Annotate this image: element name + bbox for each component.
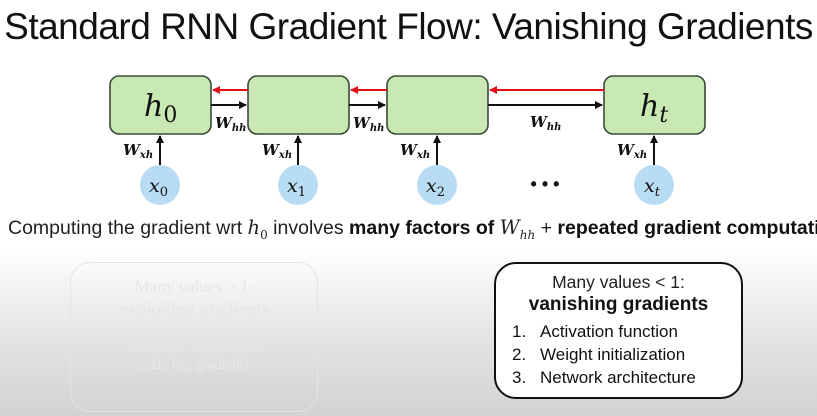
remedies-list: 1.Activation function 2.Weight initializ… — [496, 320, 741, 389]
input-node-x0 — [140, 165, 180, 205]
whh-label-1: Whh — [215, 114, 246, 134]
vanishing-gradients-box: Many values < 1: vanishing gradients 1.A… — [494, 262, 743, 399]
caption-whh: Whh — [499, 216, 536, 242]
wxh-label-1: Wxh — [262, 141, 292, 161]
input-label-x0: x0 — [149, 175, 168, 200]
whh-label-2: Whh — [353, 114, 384, 134]
whh-label-3: Whh — [530, 113, 561, 133]
hidden-state-ht — [603, 75, 706, 135]
wxh-label-t: Wxh — [617, 141, 647, 161]
caption-prefix: Computing the gradient wrt — [8, 217, 248, 239]
input-node-x2 — [417, 165, 457, 205]
caption-plus: + — [535, 217, 558, 239]
caption-bold-repeated: repeated gradient computation — [557, 217, 817, 239]
input-node-x1 — [278, 165, 318, 205]
ellipsis: • • • — [531, 174, 560, 194]
gradient-caption: Computing the gradient wrt h0 involves m… — [8, 216, 817, 242]
list-item: 3.Network architecture — [512, 368, 696, 387]
faded-line-3: Gradient clipping to — [125, 335, 263, 354]
input-node-xt — [634, 165, 674, 205]
input-label-x1: x1 — [287, 175, 306, 200]
wxh-label-0: Wxh — [123, 141, 153, 161]
caption-middle: involves — [267, 217, 350, 239]
faded-line-1: Many values > 1: — [134, 277, 254, 296]
input-label-xt: xt — [644, 175, 661, 200]
note-heading: Many values < 1: — [552, 272, 685, 292]
hidden-label-ht: ht — [640, 89, 668, 128]
hidden-state-h2 — [386, 75, 489, 135]
slide-title: Standard RNN Gradient Flow: Vanishing Gr… — [4, 6, 813, 47]
caption-bold-factors: many factors of — [349, 217, 500, 239]
list-item: 2.Weight initialization — [512, 345, 686, 364]
note-subheading: vanishing gradients — [528, 294, 709, 315]
hidden-label-h0: h0 — [144, 89, 177, 128]
exploding-gradients-box-faded: Many values > 1: exploding gradients Gra… — [70, 262, 318, 412]
faded-line-2: exploding gradients — [118, 299, 270, 320]
faded-line-4: scale big gradients — [138, 357, 250, 373]
input-label-x2: x2 — [426, 175, 445, 200]
wxh-label-2: Wxh — [400, 141, 430, 161]
caption-var: h0 — [247, 216, 268, 242]
hidden-state-h1 — [247, 75, 350, 135]
list-item: 1.Activation function — [512, 322, 678, 341]
